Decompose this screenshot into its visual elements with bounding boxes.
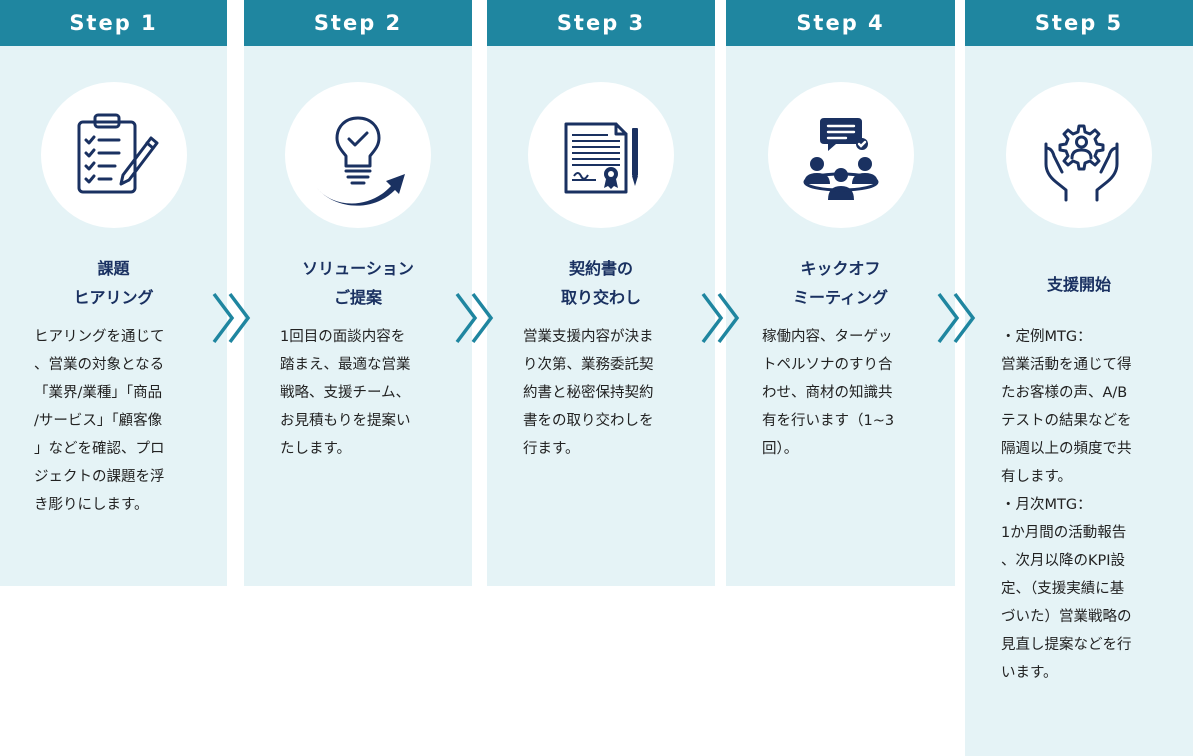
step-1-title-line-2: ヒアリング <box>73 288 154 307</box>
step-5-header: Step 5 <box>965 0 1193 46</box>
step-3-title-line-1: 契約書の <box>568 259 633 278</box>
step-5-line: づいた）営業戦略の <box>1001 609 1132 625</box>
step-3-panel: Step 3 契約 <box>487 0 715 586</box>
step-5-line: 、次月以降のKPI設 <box>1001 553 1126 569</box>
step-2-header: Step 2 <box>244 0 472 46</box>
step-5-line: 隔週以上の頻度で共 <box>1001 441 1132 457</box>
lightbulb-check-arrow-icon <box>317 116 405 206</box>
step-4-header: Step 4 <box>726 0 955 46</box>
step-1-icon-circle <box>40 82 187 228</box>
step-3-title-line-2: 取り交わし <box>560 288 641 307</box>
step-3-line: 約書と秘密保持契約 <box>523 385 654 401</box>
step-3-header: Step 3 <box>487 0 715 46</box>
step-3-line: 書をの取り交わしを <box>523 413 654 429</box>
step-5-line: 定、（支援実績に基 <box>1001 581 1125 597</box>
step-5-line: ・定例MTG： <box>1001 329 1092 345</box>
step-5-title: 支援開始 <box>965 270 1193 299</box>
step-1-description: ヒアリングを通じて 、営業の対象となる 「業界/業種」「商品 /サービス」「顧客… <box>34 323 165 519</box>
step-4-description: 稼働内容、ターゲッ トペルソナのすり合 わせ、商材の知識共 有を行います（1~3… <box>762 323 894 463</box>
step-5-line: たお客様の声、A/B <box>1001 385 1128 401</box>
step-5-panel: Step 5 支援開始 ・定例MTG： 営業活動を通じて得 たお客様の声、A/B… <box>965 0 1193 756</box>
step-4-title-line-2: ミーティング <box>792 288 889 307</box>
step-5-line: 営業活動を通じて得 <box>1001 357 1132 373</box>
step-4-line: トペルソナのすり合 <box>762 357 893 373</box>
step-5-line: テストの結果などを <box>1001 413 1132 429</box>
step-4-line: 回）。 <box>762 441 799 457</box>
step-3-line: 行ます。 <box>523 441 580 457</box>
step-1-header: Step 1 <box>0 0 227 46</box>
step-4-line: 稼働内容、ターゲッ <box>762 329 893 345</box>
step-1-title-line-1: 課題 <box>97 259 130 278</box>
step-5-line: 見直し提案などを行 <box>1001 637 1132 653</box>
step-2-line: お見積もりを提案い <box>280 413 411 429</box>
step-1-line: 」などを確認、プロ <box>34 441 165 457</box>
double-chevron-right-icon <box>212 292 251 344</box>
step-5-line: います。 <box>1001 665 1058 681</box>
step-3-icon-circle <box>528 82 674 228</box>
step-1-line: き彫りにします。 <box>34 497 149 513</box>
step-2-line: 踏まえ、最適な営業 <box>280 357 411 373</box>
step-1-title: 課題 ヒアリング <box>0 254 227 312</box>
step-4-title: キックオフ ミーティング <box>726 254 955 312</box>
step-2-line: 1回目の面談内容を <box>280 329 406 345</box>
step-2-description: 1回目の面談内容を 踏まえ、最適な営業 戦略、支援チーム、 お見積もりを提案い … <box>280 323 411 463</box>
clipboard-checklist-pen-icon <box>77 113 158 194</box>
step-4-panel: Step 4 キックオフ ミーティング <box>726 0 955 586</box>
step-1-line: 「業界/業種」「商品 <box>34 385 163 401</box>
contract-document-pen-icon <box>564 122 638 194</box>
double-chevron-right-icon <box>937 292 976 344</box>
step-4-line: 有を行います（1~3 <box>762 413 895 429</box>
step-2-title: ソリューション ご提案 <box>244 254 472 312</box>
step-3-title: 契約書の 取り交わし <box>487 254 715 312</box>
step-3-description: 営業支援内容が決ま り次第、業務委託契 約書と秘密保持契約 書をの取り交わしを … <box>523 323 654 463</box>
step-2-icon-circle <box>285 82 431 228</box>
step-5-title-line-1: 支援開始 <box>1046 275 1111 294</box>
step-5-description: ・定例MTG： 営業活動を通じて得 たお客様の声、A/B テストの結果などを 隔… <box>1001 323 1132 687</box>
double-chevron-right-icon <box>701 292 740 344</box>
step-2-line: たします。 <box>280 441 352 457</box>
step-5-line: ・月次MTG： <box>1001 497 1092 513</box>
step-1-line: ジェクトの課題を浮 <box>34 469 165 485</box>
step-2-title-line-2: ご提案 <box>333 288 382 307</box>
step-1-line: /サービス」「顧客像 <box>34 413 163 429</box>
step-4-line: わせ、商材の知識共 <box>762 385 893 401</box>
step-1-panel: Step 1 課題 ヒアリング ヒアリングを通じて 、営業の対象となる 「業界/… <box>0 0 227 586</box>
step-5-line: 1か月間の活動報告 <box>1001 525 1127 541</box>
step-5-icon-circle <box>1006 82 1152 228</box>
step-1-line: ヒアリングを通じて <box>34 329 165 345</box>
double-chevron-right-icon <box>455 292 494 344</box>
hands-gear-person-icon <box>1044 124 1119 202</box>
step-3-line: 営業支援内容が決ま <box>523 329 654 345</box>
step-4-title-line-1: キックオフ <box>800 259 881 278</box>
step-5-line: 有します。 <box>1001 469 1073 485</box>
step-3-line: り次第、業務委託契 <box>523 357 654 373</box>
step-4-icon-circle <box>767 82 914 228</box>
team-meeting-chat-icon <box>803 118 878 200</box>
step-2-panel: Step 2 ソリューション ご提案 1回目の面談内容を 踏まえ、最適な営業 戦… <box>244 0 472 586</box>
step-1-line: 、営業の対象となる <box>34 357 165 373</box>
step-2-line: 戦略、支援チーム、 <box>280 385 411 401</box>
step-2-title-line-1: ソリューション <box>302 259 414 278</box>
